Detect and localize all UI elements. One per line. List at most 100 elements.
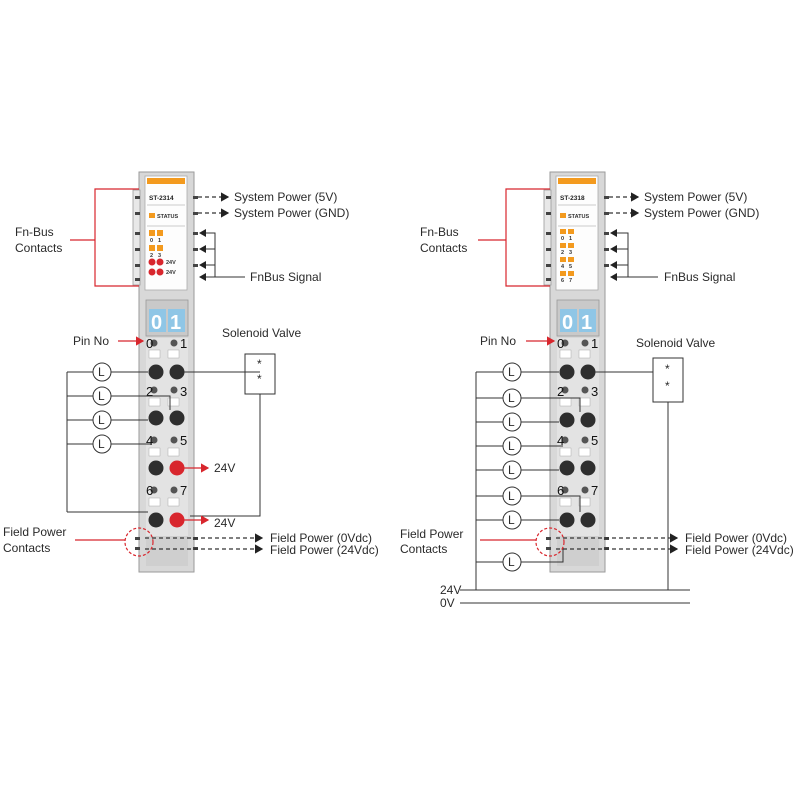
terminal-screw [580,460,596,476]
module-model-label: ST-2318 [560,195,585,202]
load-symbol-label: L [98,389,105,403]
led-indicator [149,230,155,236]
led-indicator [560,229,566,234]
load-symbol-label: L [98,437,105,451]
status-label: STATUS [157,214,179,220]
power-led [148,268,156,276]
solenoid-valve-label: Solenoid Valve [222,326,301,340]
load-symbol [502,436,522,456]
display-digit: 1 [581,312,592,334]
led-indicator [568,229,574,234]
terminal-screw [559,364,575,380]
terminal-screw [559,512,575,528]
load-symbol-label: L [508,463,515,477]
led-label: 1 [158,238,161,244]
terminal-screw [148,460,164,476]
load-symbol [502,362,522,382]
led-indicator [560,271,566,276]
load-symbol [502,510,522,530]
right-annotations: Fn-Bus Contacts System Power (5V) System… [400,188,794,610]
valve-mark: * [257,372,262,386]
load-symbol-label: L [98,365,105,379]
terminal-screw-24v [169,460,185,476]
load-symbol-label: L [508,365,515,379]
field-power-contacts-highlight [535,527,565,557]
display-digit: 0 [562,312,573,334]
field-power-24vdc-label: Field Power (24Vdc) [685,543,794,557]
solenoid-valve-label: Solenoid Valve [636,336,715,350]
pin-no-label: Pin No [480,334,516,348]
load-symbol-label: L [508,415,515,429]
led-indicator [157,230,163,236]
load-symbol [92,434,112,454]
power-led [156,258,164,266]
led-indicator [568,271,574,276]
pin-number: 2 [557,384,564,399]
load-symbol-label: L [508,391,515,405]
power-led [156,268,164,276]
v24-label: 24V [214,516,235,530]
terminal-screw [559,460,575,476]
field-power-0vdc-label: Field Power (0Vdc) [270,531,372,545]
led-label: 2 [561,250,564,256]
pin-number: 4 [557,433,564,448]
field-power-contacts-label-line2: Contacts [3,541,50,555]
bus-0v-label: 0V [440,596,455,610]
field-power-contacts-highlight [124,527,154,557]
terminal-screw [148,410,164,426]
pin-number: 6 [557,483,564,498]
load-symbol [502,460,522,480]
led-label: 5 [569,264,572,270]
display-digit: 1 [170,312,181,334]
field-power-0vdc-label: Field Power (0Vdc) [685,531,787,545]
field-power-contacts-label-line1: Field Power [3,525,66,539]
pin-number: 0 [557,336,564,351]
led-label: 1 [569,236,572,242]
module-model-label: ST-2314 [149,195,174,202]
load-symbol [92,386,112,406]
terminal-screw [169,410,185,426]
display-digit: 0 [151,312,162,334]
bus-24v-label: 24V [440,583,461,597]
load-symbol-label: L [508,489,515,503]
solenoid-valve-symbol [244,353,276,395]
terminal-screw [148,364,164,380]
terminal-screw [148,512,164,528]
pin-number: 6 [146,483,153,498]
status-label: STATUS [568,214,590,220]
system-power-5v-label: System Power (5V) [234,190,337,204]
terminal-screw [580,512,596,528]
valve-mark: * [665,379,670,393]
load-symbol-label: L [508,439,515,453]
terminal-screw [580,412,596,428]
pin-number: 7 [180,483,187,498]
led-label: 3 [158,253,161,259]
led-indicator [568,243,574,248]
led-label: 4 [561,264,565,270]
led-label: 0 [561,236,564,242]
load-symbol [502,412,522,432]
led-indicator [568,257,574,262]
terminal-screw-24v [169,512,185,528]
load-symbol [502,486,522,506]
pin-number: 0 [146,336,153,351]
pin-number: 1 [180,336,187,351]
left-annotations: Fn-Bus Contacts System Power (5V) System… [3,188,379,557]
terminal-screw [169,364,185,380]
terminal-screw [559,412,575,428]
pin-number: 3 [591,384,598,399]
load-symbol-label: L [98,413,105,427]
load-symbol-label: L [508,513,515,527]
pin-number: 4 [146,433,153,448]
load-symbol [502,388,522,408]
pin-number: 3 [180,384,187,399]
system-power-gnd-label: System Power (GND) [644,206,759,220]
power-led-label: 24V [166,260,176,266]
fnbus-signal-label: FnBus Signal [250,270,321,284]
led-indicator [560,243,566,248]
system-power-5v-label: System Power (5V) [644,190,747,204]
load-symbol-label: L [508,555,515,569]
pin-number: 5 [591,433,598,448]
fnbus-contacts-label-line1: Fn-Bus [15,225,54,239]
fnbus-contacts-label-line1: Fn-Bus [420,225,459,239]
